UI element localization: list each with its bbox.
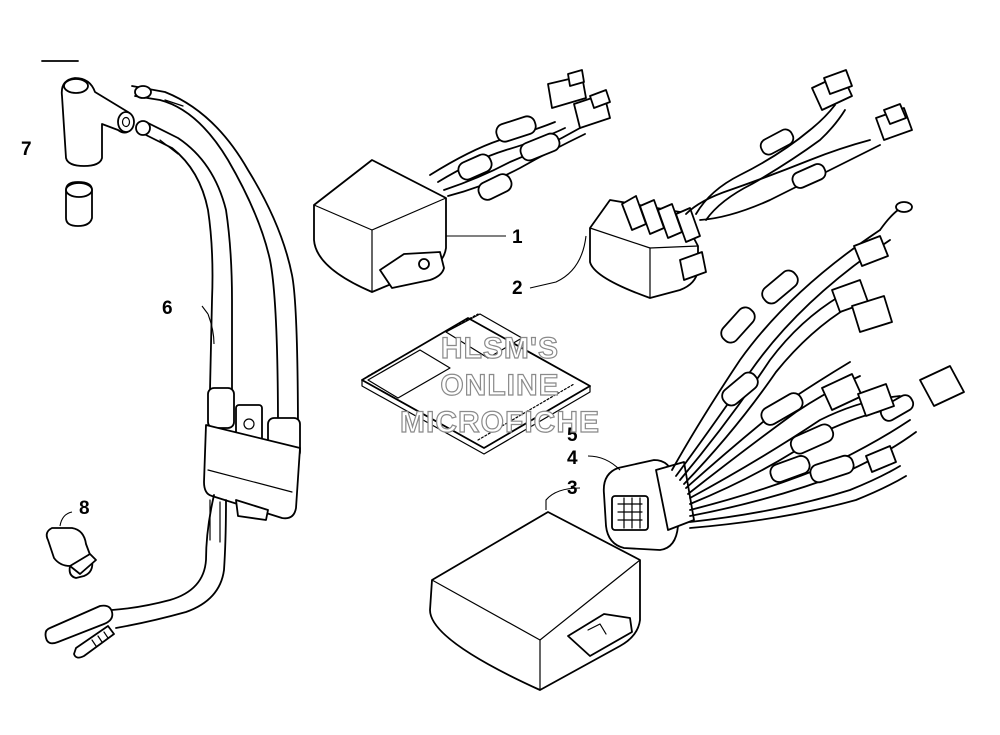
callout-4: 4 (567, 448, 578, 469)
watermark-line-1: HLSM'S (441, 332, 559, 365)
callout-5: 5 (567, 425, 578, 446)
callout-1: 1 (512, 227, 523, 248)
callout-7: 7 (21, 139, 32, 160)
part-3-ecu (429, 511, 641, 691)
part-8-clip (45, 527, 97, 579)
callout-labels: 1 2 3 4 5 6 7 8 (21, 139, 578, 519)
callout-8: 8 (79, 498, 90, 519)
part-1-cdi-module (313, 69, 611, 293)
watermark-line-2: ONLINE (440, 369, 559, 402)
part-4-wiring-harness (602, 201, 965, 551)
callout-2: 2 (512, 278, 523, 299)
leader-lines (59, 235, 621, 527)
watermark: HLSM'S ONLINE MICROFICHE (399, 331, 600, 439)
watermark-line-3: MICROFICHE (400, 406, 600, 439)
part-6-ignition-coil (44, 85, 301, 659)
part-5-decal (361, 313, 591, 455)
callout-6: 6 (162, 298, 173, 319)
callout-3: 3 (567, 478, 578, 499)
part-7-spark-plug-cap (60, 77, 135, 227)
part-2-regulator (589, 69, 913, 299)
